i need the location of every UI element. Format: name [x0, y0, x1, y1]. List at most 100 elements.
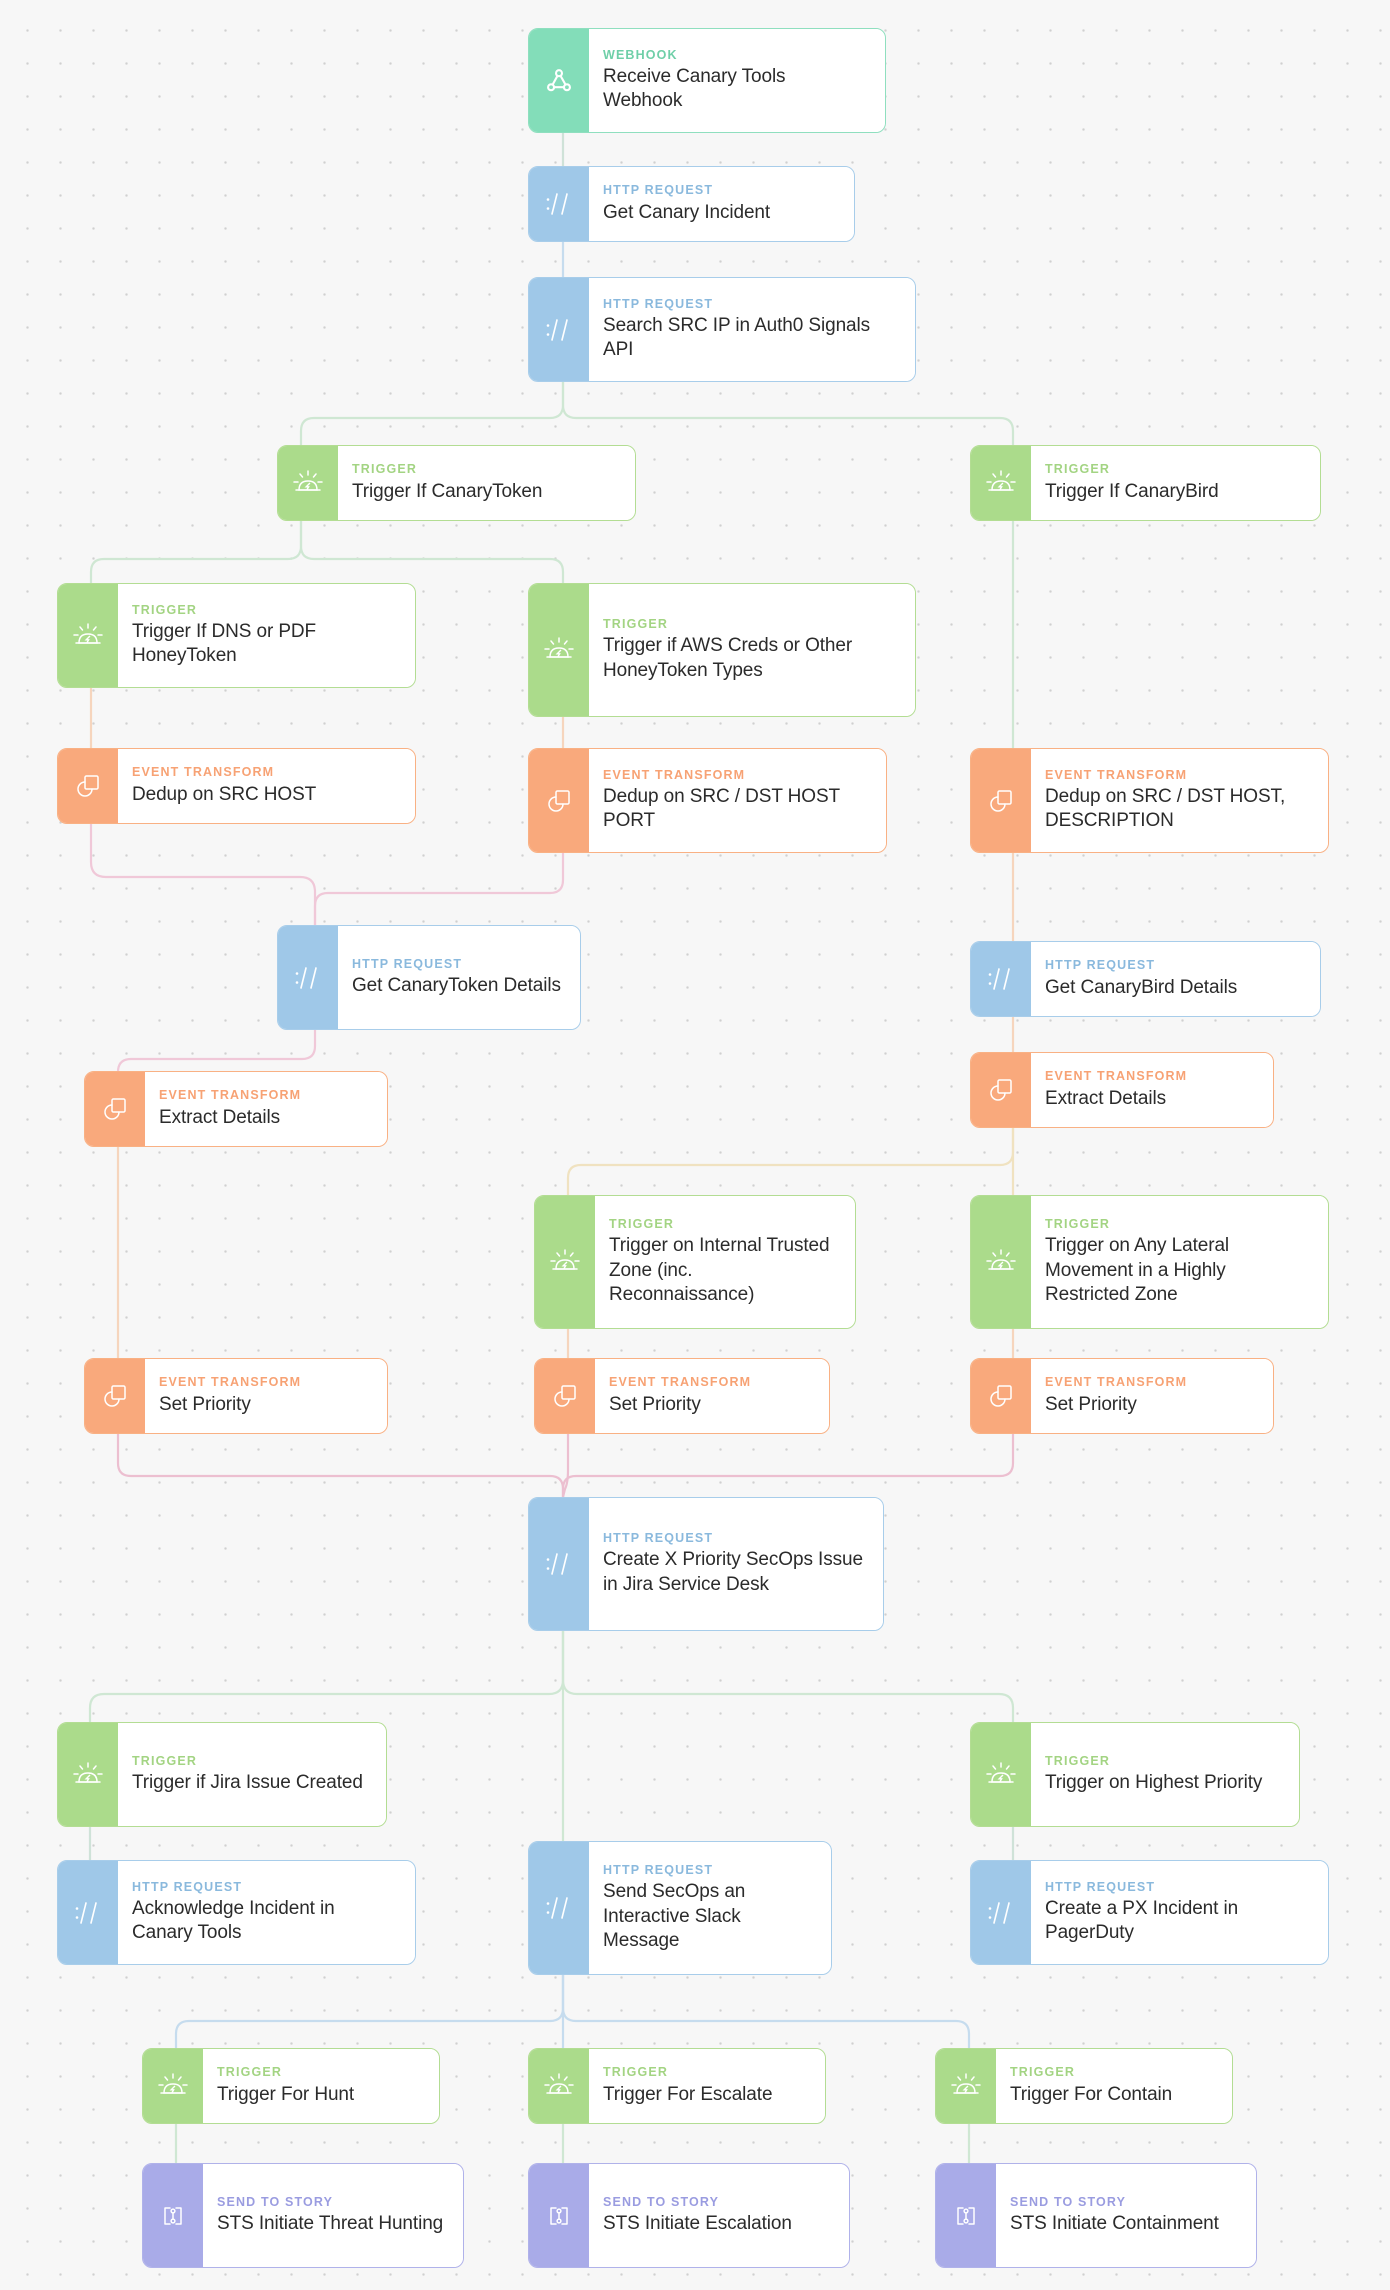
- node-body: HTTP REQUEST Search SRC IP in Auth0 Sign…: [589, 278, 915, 381]
- node-kind-label: HTTP REQUEST: [603, 1862, 714, 1877]
- node-title: Trigger If CanaryToken: [352, 480, 543, 502]
- node-title: STS Initiate Threat Hunting: [217, 2213, 444, 2235]
- node-title: Send SecOps an Interactive Slack Message: [603, 1881, 746, 1951]
- node-body: HTTP REQUEST Acknowledge Incident in Can…: [118, 1861, 415, 1964]
- node-extract-details-right[interactable]: EVENT TRANSFORM Extract Details: [970, 1052, 1274, 1128]
- node-kind-label: SEND TO STORY: [1010, 2194, 1127, 2209]
- url-icon: [971, 1861, 1031, 1964]
- siren-icon: [529, 584, 589, 716]
- siren-icon: [58, 1723, 118, 1826]
- node-create-jira-secops-issue[interactable]: HTTP REQUEST Create X Priority SecOps Is…: [528, 1497, 884, 1631]
- siren-icon: [278, 446, 338, 520]
- node-kind-label: TRIGGER: [217, 2065, 282, 2080]
- siren-icon: [971, 446, 1031, 520]
- node-get-canary-incident[interactable]: HTTP REQUEST Get Canary Incident: [528, 166, 855, 242]
- node-title: Get CanaryToken Details: [352, 975, 561, 997]
- duplicate-icon: [85, 1072, 145, 1146]
- node-search-src-ip-auth0[interactable]: HTTP REQUEST Search SRC IP in Auth0 Sign…: [528, 277, 916, 382]
- node-get-canarybird-details[interactable]: HTTP REQUEST Get CanaryBird Details: [970, 941, 1321, 1017]
- node-kind-label: EVENT TRANSFORM: [159, 1375, 302, 1390]
- node-set-priority-left[interactable]: EVENT TRANSFORM Set Priority: [84, 1358, 388, 1434]
- node-kind-label: EVENT TRANSFORM: [1045, 767, 1188, 782]
- node-body: EVENT TRANSFORM Dedup on SRC HOST: [118, 749, 415, 823]
- node-body: WEBHOOK Receive Canary Tools Webhook: [589, 29, 885, 132]
- node-title: Trigger if Jira Issue Created: [132, 1772, 363, 1794]
- node-create-px-incident-pagerduty[interactable]: HTTP REQUEST Create a PX Incident in Pag…: [970, 1860, 1329, 1965]
- node-body: TRIGGER Trigger For Contain: [996, 2049, 1232, 2123]
- node-trigger-for-contain[interactable]: TRIGGER Trigger For Contain: [935, 2048, 1233, 2124]
- node-trigger-aws-creds-honeytoken[interactable]: TRIGGER Trigger if AWS Creds or Other Ho…: [528, 583, 916, 717]
- node-trigger-if-canarytoken[interactable]: TRIGGER Trigger If CanaryToken: [277, 445, 636, 521]
- duplicate-icon: [971, 1053, 1031, 1127]
- node-body: SEND TO STORY STS Initiate Containment: [996, 2164, 1256, 2267]
- url-icon: [529, 1842, 589, 1974]
- node-title: Dedup on SRC / DST HOST PORT: [603, 785, 840, 832]
- node-title: Trigger For Escalate: [603, 2083, 773, 2105]
- node-body: SEND TO STORY STS Initiate Escalation: [589, 2164, 849, 2267]
- duplicate-icon: [535, 1359, 595, 1433]
- node-body: TRIGGER Trigger For Escalate: [589, 2049, 825, 2123]
- node-body: EVENT TRANSFORM Extract Details: [145, 1072, 387, 1146]
- node-title: Trigger If CanaryBird: [1045, 480, 1219, 502]
- node-body: TRIGGER Trigger if Jira Issue Created: [118, 1723, 386, 1826]
- node-trigger-jira-issue-created[interactable]: TRIGGER Trigger if Jira Issue Created: [57, 1722, 387, 1827]
- node-trigger-lateral-movement-restricted-zone[interactable]: TRIGGER Trigger on Any Lateral Movement …: [970, 1195, 1329, 1329]
- node-body: TRIGGER Trigger on Any Lateral Movement …: [1031, 1196, 1328, 1328]
- node-sts-initiate-threat-hunting[interactable]: SEND TO STORY STS Initiate Threat Huntin…: [142, 2163, 464, 2268]
- node-set-priority-right[interactable]: EVENT TRANSFORM Set Priority: [970, 1358, 1274, 1434]
- node-kind-label: HTTP REQUEST: [603, 183, 714, 198]
- siren-icon: [971, 1723, 1031, 1826]
- node-trigger-dns-pdf-honeytoken[interactable]: TRIGGER Trigger If DNS or PDF HoneyToken: [57, 583, 416, 688]
- node-set-priority-middle[interactable]: EVENT TRANSFORM Set Priority: [534, 1358, 830, 1434]
- node-trigger-for-escalate[interactable]: TRIGGER Trigger For Escalate: [528, 2048, 826, 2124]
- node-kind-label: HTTP REQUEST: [352, 956, 463, 971]
- node-get-canarytoken-details[interactable]: HTTP REQUEST Get CanaryToken Details: [277, 925, 581, 1030]
- node-receive-canary-tools-webhook[interactable]: WEBHOOK Receive Canary Tools Webhook: [528, 28, 886, 133]
- node-kind-label: TRIGGER: [1010, 2065, 1075, 2080]
- node-kind-label: HTTP REQUEST: [603, 1531, 714, 1545]
- node-send-secops-slack-message[interactable]: HTTP REQUEST Send SecOps an Interactive …: [528, 1841, 832, 1975]
- node-dedup-src-dst-host-port[interactable]: EVENT TRANSFORM Dedup on SRC / DST HOST …: [528, 748, 887, 853]
- node-sts-initiate-escalation[interactable]: SEND TO STORY STS Initiate Escalation: [528, 2163, 850, 2268]
- node-title: STS Initiate Containment: [1010, 2213, 1219, 2235]
- siren-icon: [535, 1196, 595, 1328]
- node-kind-label: TRIGGER: [603, 617, 668, 631]
- node-title: Trigger on Highest Priority: [1045, 1772, 1263, 1794]
- node-kind-label: SEND TO STORY: [603, 2194, 720, 2209]
- siren-icon: [971, 1196, 1031, 1328]
- node-kind-label: EVENT TRANSFORM: [609, 1375, 752, 1390]
- node-trigger-if-canarybird[interactable]: TRIGGER Trigger If CanaryBird: [970, 445, 1321, 521]
- node-kind-label: TRIGGER: [1045, 462, 1110, 477]
- node-title: Get CanaryBird Details: [1045, 976, 1238, 998]
- duplicate-icon: [58, 749, 118, 823]
- node-title: Trigger on Any Lateral Movement in a Hig…: [1045, 1235, 1230, 1305]
- node-body: EVENT TRANSFORM Set Priority: [1031, 1359, 1273, 1433]
- node-trigger-for-hunt[interactable]: TRIGGER Trigger For Hunt: [142, 2048, 440, 2124]
- node-body: HTTP REQUEST Create a PX Incident in Pag…: [1031, 1861, 1328, 1964]
- node-title: Extract Details: [1045, 1087, 1166, 1109]
- story-icon: [143, 2164, 203, 2267]
- story-icon: [529, 2164, 589, 2267]
- node-title: Trigger If DNS or PDF HoneyToken: [132, 620, 317, 667]
- node-trigger-highest-priority[interactable]: TRIGGER Trigger on Highest Priority: [970, 1722, 1300, 1827]
- duplicate-icon: [971, 1359, 1031, 1433]
- node-body: TRIGGER Trigger on Highest Priority: [1031, 1723, 1299, 1826]
- node-title: Set Priority: [1045, 1393, 1137, 1415]
- node-body: TRIGGER Trigger if AWS Creds or Other Ho…: [589, 584, 915, 716]
- node-title: Search SRC IP in Auth0 Signals API: [603, 314, 871, 361]
- node-extract-details-left[interactable]: EVENT TRANSFORM Extract Details: [84, 1071, 388, 1147]
- node-dedup-src-dst-host-description[interactable]: EVENT TRANSFORM Dedup on SRC / DST HOST,…: [970, 748, 1329, 853]
- node-dedup-src-host[interactable]: EVENT TRANSFORM Dedup on SRC HOST: [57, 748, 416, 824]
- node-body: EVENT TRANSFORM Extract Details: [1031, 1053, 1273, 1127]
- node-body: TRIGGER Trigger For Hunt: [203, 2049, 439, 2123]
- node-sts-initiate-containment[interactable]: SEND TO STORY STS Initiate Containment: [935, 2163, 1257, 2268]
- node-body: EVENT TRANSFORM Set Priority: [595, 1359, 829, 1433]
- node-title: Trigger if AWS Creds or Other HoneyToken…: [603, 635, 853, 681]
- url-icon: [278, 926, 338, 1029]
- node-acknowledge-incident-canary-tools[interactable]: HTTP REQUEST Acknowledge Incident in Can…: [57, 1860, 416, 1965]
- node-trigger-internal-trusted-zone[interactable]: TRIGGER Trigger on Internal Trusted Zone…: [534, 1195, 856, 1329]
- node-title: Trigger For Contain: [1010, 2083, 1173, 2105]
- node-body: EVENT TRANSFORM Set Priority: [145, 1359, 387, 1433]
- node-body: HTTP REQUEST Get CanaryToken Details: [338, 926, 580, 1029]
